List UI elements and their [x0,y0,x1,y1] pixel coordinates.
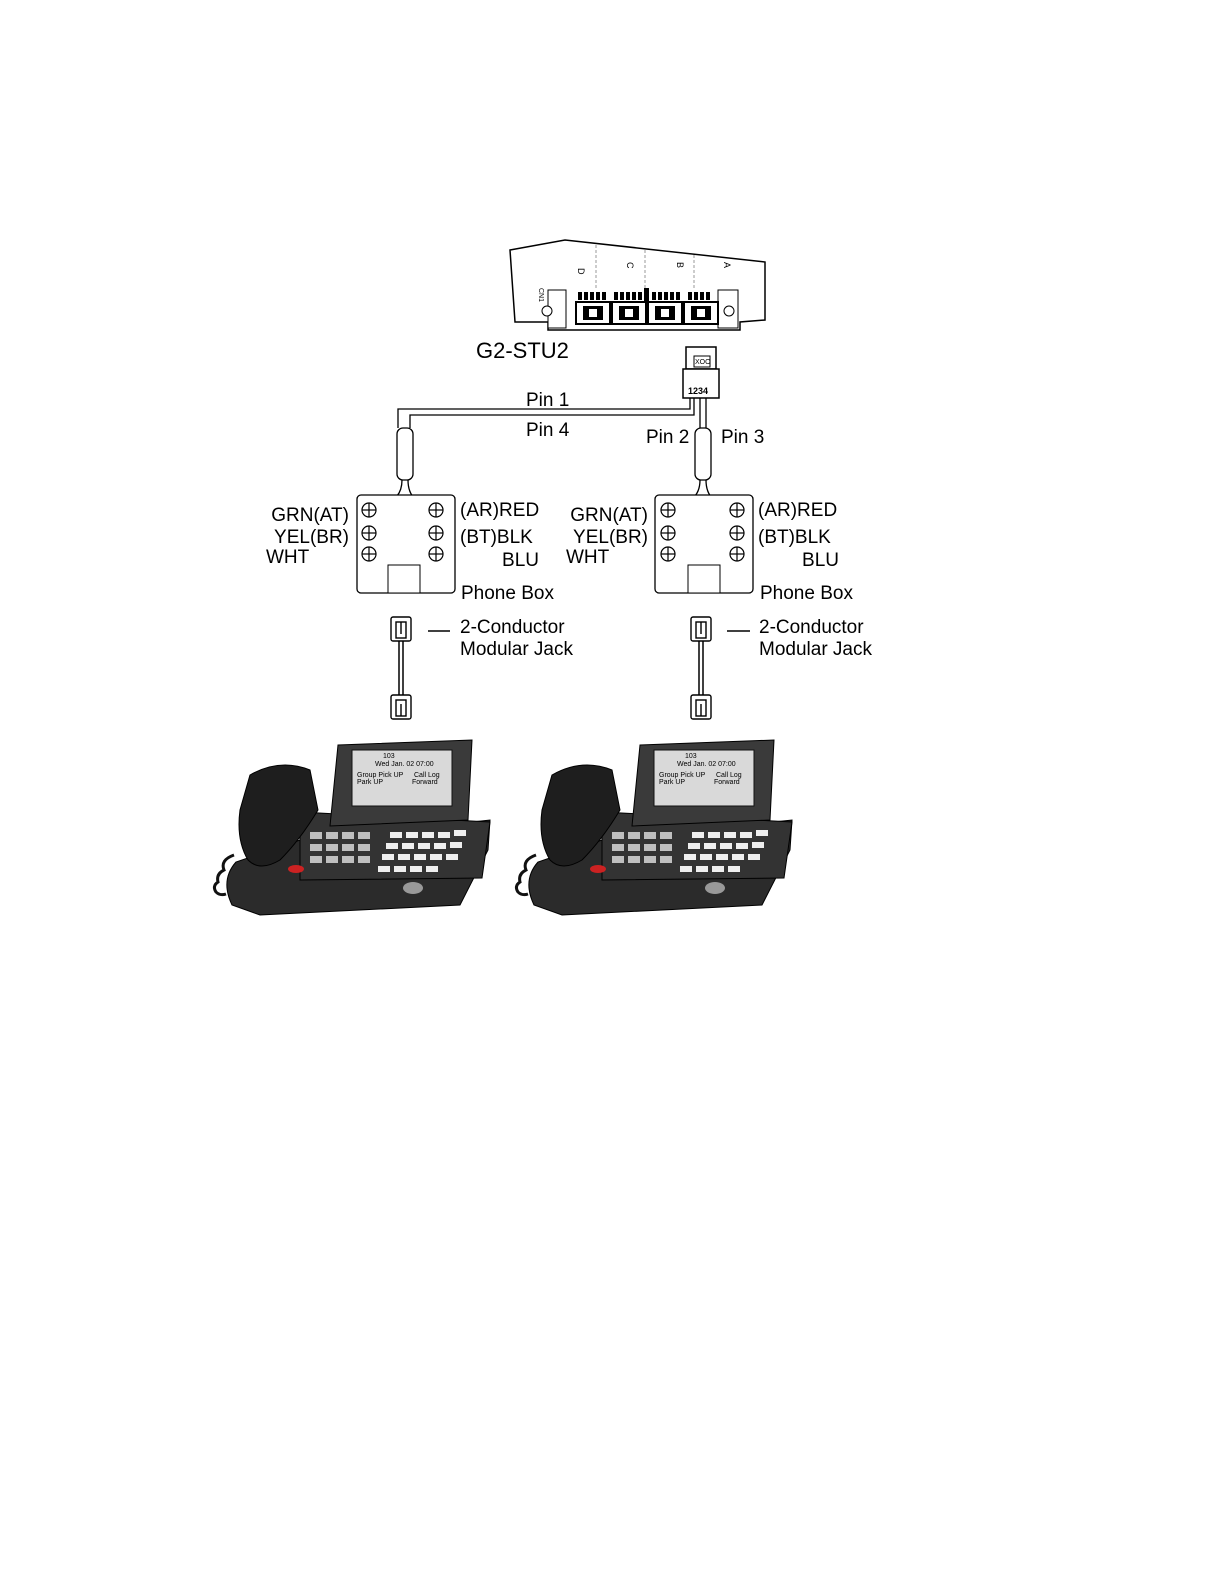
left-cable-sleeve [369,427,437,507]
right-box-label-wht: WHT [566,547,610,568]
module-sockets [575,301,719,325]
right-screen-line2: Wed Jan. 02 07:00 [677,761,736,768]
pin-headers [578,288,710,304]
left-box-label-yel: YEL(BR) [274,527,349,548]
red-led-left [288,865,304,873]
modular-cord-right [690,616,750,720]
telephone-right: 103 Wed Jan. 02 07:00 Group Pick UP Park… [514,739,793,916]
right-box-label-yel: YEL(BR) [573,527,648,548]
handset-right [540,764,621,867]
left-box-label-grn: GRN(AT) [271,505,349,526]
left-screen-line5: Call Log [414,772,440,779]
right-box-name: Phone Box [760,583,853,604]
cable-left [397,398,695,428]
handset-cord-right [514,853,537,897]
left-screen-line6: Forward [412,779,438,786]
right-box-label-grn: GRN(AT) [570,505,648,526]
pin3-label: Pin 3 [721,427,764,448]
right-jack-label-line1: 2-Conductor [759,617,864,638]
keypad-left [310,830,466,872]
port-label-c: C [625,262,635,269]
right-box-label-blk: (BT)BLK [758,527,831,548]
module-plug: XOO 1234 [682,346,720,399]
left-box-label-blu: BLU [502,550,539,571]
port-label-d: D [576,268,586,275]
left-jack-label-line2: Modular Jack [460,639,573,660]
left-screen-line2: Wed Jan. 02 07:00 [375,761,434,768]
plug-label: XOO [695,359,711,366]
modular-cord-left [390,616,450,720]
right-screen-line1: 103 [685,753,697,760]
left-box-label-wht: WHT [266,547,310,568]
handset-cord-left [212,853,235,897]
left-jack-label-line1: 2-Conductor [460,617,565,638]
left-box-name: Phone Box [461,583,554,604]
right-box-label-red: (AR)RED [758,500,837,521]
right-screen-line3: Group Pick UP [659,772,706,779]
right-screen-line4: Park UP [659,779,685,786]
left-screen-line1: 103 [383,753,395,760]
pin2-label: Pin 2 [646,427,689,448]
plug-pin-numbers: 1234 [688,386,708,396]
nav-key-left [403,882,423,894]
phone-box-right [654,494,754,594]
phone-box-left [356,494,456,594]
left-screen-line3: Group Pick UP [357,772,404,779]
port-label-a: A [722,262,732,268]
left-box-label-blk: (BT)BLK [460,527,533,548]
left-screen-line4: Park UP [357,779,383,786]
pin1-label: Pin 1 [526,390,569,411]
right-jack-label-line2: Modular Jack [759,639,872,660]
terminal-screws-right [660,502,745,562]
mount-hole-left [541,305,553,317]
red-led-right [590,865,606,873]
telephone-left: 103 Wed Jan. 02 07:00 Group Pick UP Park… [212,739,491,916]
cable-right [699,398,707,428]
mount-hole-right [723,305,735,317]
right-box-label-blu: BLU [802,550,839,571]
keypad-right [612,830,768,872]
left-box-label-red: (AR)RED [460,500,539,521]
terminal-screws-left [361,502,444,562]
connector-label: CN1 [537,288,544,302]
g2-stu2-module: D C B A CN1 [509,239,766,331]
right-screen-line5: Call Log [716,772,742,779]
display-screen-left [351,749,453,807]
port-label-b: B [675,262,685,268]
pin4-label: Pin 4 [526,420,570,441]
nav-key-right [705,882,725,894]
right-screen-line6: Forward [714,779,740,786]
handset-left [238,764,319,867]
display-screen-right [653,749,755,807]
module-name: G2-STU2 [476,338,569,363]
